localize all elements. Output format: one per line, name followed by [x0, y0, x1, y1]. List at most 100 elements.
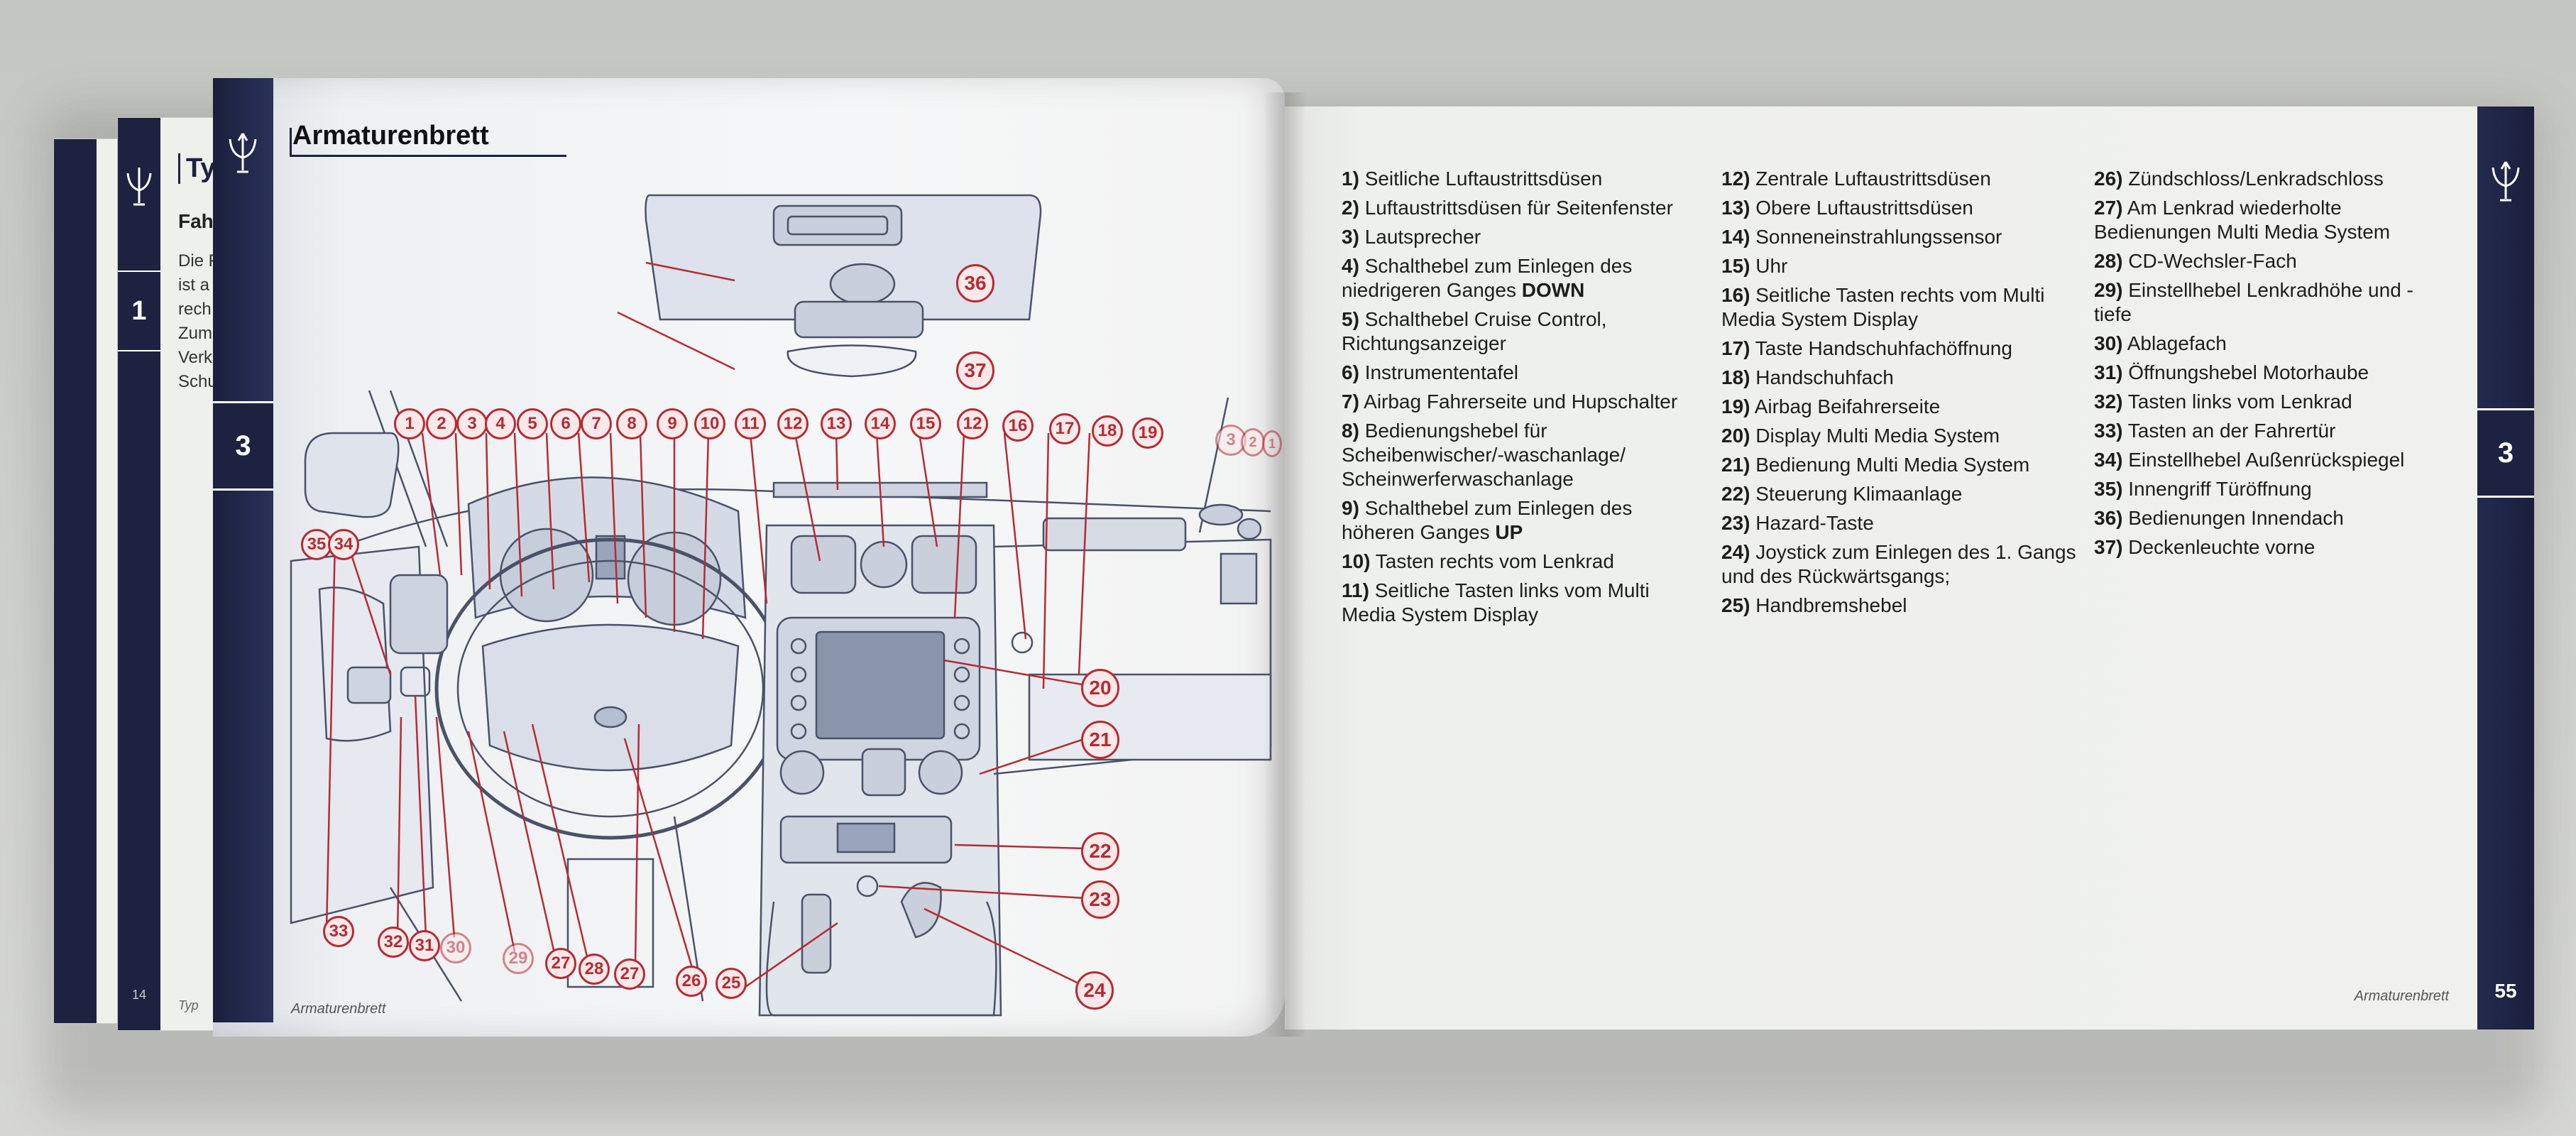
legend-item: 25) Handbremshebel	[1721, 594, 1907, 616]
legend-item: 31) Öffnungshebel Motorhaube	[2094, 361, 2369, 383]
callout-10: 10	[694, 408, 725, 439]
book-gutter	[1264, 92, 1306, 1037]
back-page-footer: Typ	[178, 998, 199, 1012]
left-page-tab: 3	[213, 401, 273, 491]
left-page-footer: Armaturenbrett	[291, 1001, 386, 1017]
callout-12: 12	[777, 408, 809, 439]
dashboard-illustration	[290, 194, 1272, 1017]
back-page-line: Schu	[178, 372, 217, 391]
legend-item: 30) Ablagefach	[2094, 332, 2227, 354]
legend-item: 37) Deckenleuchte vorne	[2094, 536, 2315, 558]
callout-6: 6	[550, 408, 581, 439]
legend-item: 36) Bedienungen Innendach	[2094, 507, 2344, 529]
callout-11: 11	[735, 408, 766, 439]
legend-item: 35) Innengriff Türöffnung	[2094, 478, 2312, 500]
callout-9: 9	[657, 408, 688, 439]
legend-item: 14) Sonneneinstrahlungssensor	[1721, 226, 2002, 248]
left-page-strip	[213, 78, 273, 1022]
callout-19: 19	[1132, 417, 1163, 449]
legend-item: 32) Tasten links vom Lenkrad	[2094, 390, 2352, 413]
back-page-line: Verk	[178, 348, 213, 367]
callout-32: 32	[378, 927, 409, 958]
legend-item: 17) Taste Handschuhfachöffnung	[1721, 337, 2012, 359]
callout-17: 17	[1049, 413, 1080, 444]
back-page-strip	[118, 118, 160, 1030]
callout-15: 15	[910, 408, 941, 439]
callout-33: 33	[323, 916, 354, 947]
back-page-strip	[54, 139, 97, 1023]
callout-24: 24	[1075, 971, 1114, 1010]
title-underline	[290, 155, 566, 157]
callout-2: 2	[426, 408, 457, 439]
legend-item: 7) Airbag Fahrerseite und Hupschalter	[1342, 390, 1678, 413]
legend-item: 10) Tasten rechts vom Lenkrad	[1342, 550, 1614, 572]
legend-item: 19) Airbag Beifahrerseite	[1721, 395, 1941, 417]
callout-3: 3	[456, 408, 488, 439]
legend-item: 15) Uhr	[1721, 255, 1788, 277]
callout-23: 23	[1081, 880, 1119, 919]
back-page-tab: 1	[118, 271, 160, 351]
legend-item: 23) Hazard-Taste	[1721, 512, 1874, 534]
legend-item: 3) Lautsprecher	[1342, 226, 1481, 248]
callout-27: 27	[545, 948, 576, 979]
legend-item: 12) Zentrale Luftaustrittsdüsen	[1721, 168, 1991, 190]
right-page-strip	[2477, 106, 2534, 1030]
legend-item: 22) Steuerung Klimaanlage	[1721, 483, 1963, 505]
callout-7: 7	[581, 408, 612, 439]
callout-20: 20	[1081, 669, 1119, 707]
legend-item: 21) Bedienung Multi Media System	[1721, 454, 2030, 476]
callout-26: 26	[676, 966, 707, 997]
right-page-footer: Armaturenbrett	[2354, 988, 2449, 1004]
callout-18: 18	[1092, 415, 1123, 447]
callout-13: 13	[821, 408, 852, 439]
trident-logo-icon	[2492, 161, 2520, 202]
trident-logo-icon	[126, 168, 152, 206]
callout-22: 22	[1081, 832, 1119, 870]
callout-29: 29	[503, 943, 534, 974]
legend-item: 26) Zündschloss/Lenkradschloss	[2094, 168, 2384, 190]
legend-column-2: 12) Zentrale Luftaustrittsdüsen 13) Ober…	[1721, 167, 2090, 623]
legend-item: 13) Obere Luftaustrittsdüsen	[1721, 197, 1973, 219]
callout-8: 8	[616, 408, 647, 439]
callout-16: 16	[1002, 410, 1034, 442]
callout-36: 36	[956, 264, 994, 302]
callout-25: 25	[716, 968, 747, 999]
back-page-number: 14	[131, 988, 147, 1002]
legend-item: 5) Schalthebel Cruise Control,Richtungsa…	[1342, 308, 1607, 354]
legend-item: 20) Display Multi Media System	[1721, 425, 2000, 447]
legend-item: 33) Tasten an der Fahrertür	[2094, 420, 2336, 442]
callout-34: 34	[328, 529, 359, 560]
back-page-line: Zum	[178, 324, 212, 343]
legend-item: 28) CD-Wechsler-Fach	[2094, 250, 2297, 272]
right-page-tab: 3	[2477, 408, 2534, 498]
callout-1: 1	[394, 408, 425, 439]
page-title: Armaturenbrett	[292, 121, 489, 151]
trident-logo-icon	[229, 133, 257, 173]
callout-31: 31	[409, 930, 440, 961]
page-number: 55	[2494, 980, 2517, 1002]
legend-item: 18) Handschuhfach	[1721, 366, 1894, 388]
callout-5: 5	[517, 408, 548, 439]
legend-item: 2) Luftaustrittsdüsen für Seitenfenster	[1342, 197, 1673, 219]
callout-2-right: 2	[1241, 428, 1265, 457]
legend-item: 6) Instrumententafel	[1342, 361, 1519, 383]
callout-27b: 27	[614, 958, 645, 990]
legend-item: 34) Einstellhebel Außenrückspiegel	[2094, 449, 2405, 471]
callout-4: 4	[485, 408, 516, 439]
title-rule	[290, 128, 292, 156]
callout-1-right: 1	[1262, 430, 1282, 457]
legend-column-1: 1) Seitliche Luftaustrittsdüsen 2) Lufta…	[1342, 167, 1711, 632]
back-page-line: ist a	[178, 275, 210, 295]
callout-14: 14	[865, 408, 896, 439]
callout-30: 30	[440, 932, 471, 963]
callout-12b: 12	[957, 408, 988, 439]
legend-item: 1) Seitliche Luftaustrittsdüsen	[1342, 168, 1603, 190]
back-page-line: Die F	[178, 251, 219, 271]
back-page-text: Die F ist a rech Zum Verk Schu	[178, 249, 219, 394]
